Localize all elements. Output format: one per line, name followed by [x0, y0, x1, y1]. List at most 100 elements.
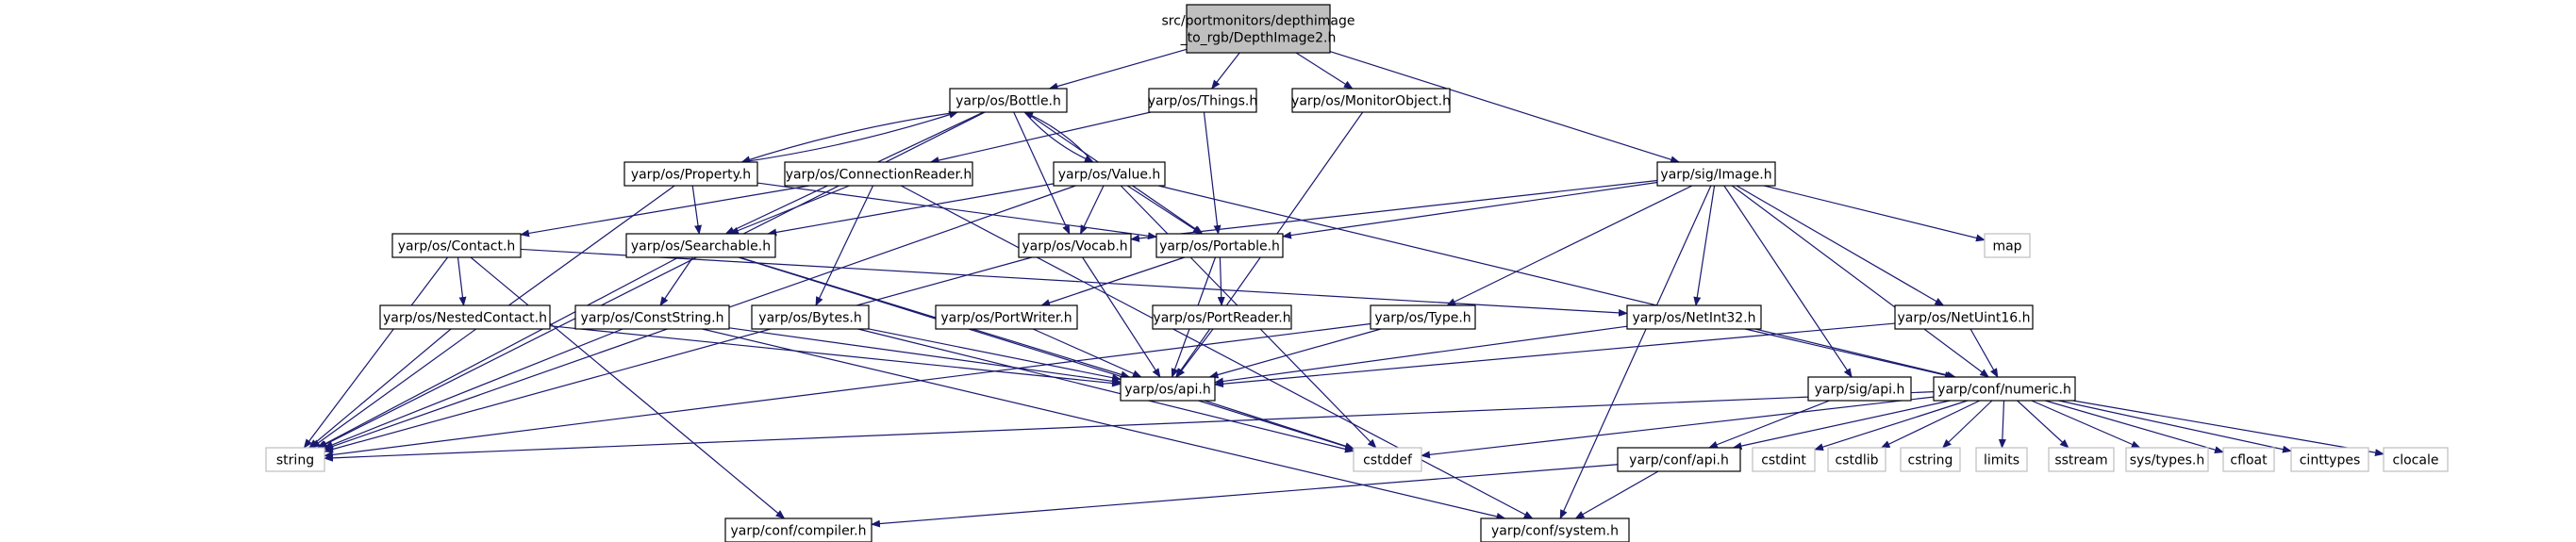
node-value-label: yarp/os/Value.h — [1058, 168, 1161, 183]
node-cstddef-label: cstddef — [1363, 453, 1413, 468]
node-sstream-box — [2048, 447, 2115, 472]
node-numeric-label: yarp/conf/numeric.h — [1937, 383, 2071, 398]
edge-bottle-to-value — [1023, 111, 1094, 163]
node-sigapi[interactable]: yarp/sig/api.h — [1807, 376, 1912, 402]
node-osapi[interactable]: yarp/os/api.h — [1120, 376, 1216, 402]
node-contact[interactable]: yarp/os/Contact.h — [391, 233, 522, 258]
node-cstdlib: cstdlib — [1827, 447, 1886, 472]
node-portwriter[interactable]: yarp/os/PortWriter.h — [935, 304, 1078, 330]
edge-root-to-monitorobject — [1295, 52, 1354, 90]
node-cfloat-label: cfloat — [2230, 453, 2268, 468]
node-property-label: yarp/os/Property.h — [631, 168, 751, 183]
edge-image-to-type — [1446, 185, 1693, 306]
node-root[interactable]: src/portmonitors/depthimage_to_rgb/Depth… — [1162, 4, 1355, 54]
node-things[interactable]: yarp/os/Things.h — [1148, 88, 1258, 113]
edge-numeric-to-cinttypes — [2058, 400, 2292, 453]
edge-connectionreader-to-bytes — [815, 185, 874, 306]
node-image[interactable]: yarp/sig/Image.h — [1656, 161, 1776, 187]
node-monitorobject[interactable]: yarp/os/MonitorObject.h — [1291, 88, 1451, 113]
node-nestedcontact[interactable]: yarp/os/NestedContact.h — [379, 304, 551, 330]
edge-value-to-bottle — [1023, 111, 1094, 163]
node-osapi-label: yarp/os/api.h — [1124, 383, 1210, 398]
node-netint32-label: yarp/os/NetInt32.h — [1632, 311, 1755, 326]
node-value[interactable]: yarp/os/Value.h — [1053, 161, 1166, 187]
node-portreader-label: yarp/os/PortReader.h — [1153, 311, 1290, 326]
node-sstream-label: sstream — [2054, 453, 2107, 468]
edge-conststring-to-osapi — [728, 327, 1122, 386]
node-confapi-box — [1617, 447, 1741, 472]
node-bytes-box — [751, 304, 870, 330]
node-cstdint-label: cstdint — [1761, 453, 1806, 468]
node-map: map — [1984, 233, 2031, 258]
edge-value-to-vocab — [1079, 185, 1105, 235]
node-system[interactable]: yarp/conf/system.h — [1480, 517, 1630, 542]
edge-property-to-bottle — [741, 110, 959, 163]
node-type[interactable]: yarp/os/Type.h — [1370, 304, 1476, 330]
node-root-label: src/portmonitors/depthimage — [1162, 14, 1355, 29]
edge-bytes-to-cstddef — [857, 328, 1354, 453]
node-portwriter-label: yarp/os/PortWriter.h — [940, 311, 1072, 326]
node-compiler[interactable]: yarp/conf/compiler.h — [724, 517, 873, 542]
edge-portable-to-portreader — [1217, 256, 1225, 306]
node-netuint16-label: yarp/os/NetUint16.h — [1897, 311, 2030, 326]
edge-numeric-to-string — [324, 391, 1935, 462]
edge-image-to-vocab — [1130, 179, 1658, 242]
node-netuint16[interactable]: yarp/os/NetUint16.h — [1894, 304, 2034, 330]
edge-confapi-to-system — [1574, 470, 1659, 519]
node-property[interactable]: yarp/os/Property.h — [623, 161, 758, 187]
edge-root-to-bottle — [1048, 48, 1188, 90]
edge-sigapi-to-confapi — [1707, 400, 1830, 449]
edge-image-to-sigapi — [1723, 185, 1853, 378]
edge-things-to-portable — [1203, 111, 1222, 235]
node-cinttypes-box — [2290, 447, 2369, 472]
edge-value-to-numeric — [1157, 185, 1956, 379]
edge-bottle-to-property — [740, 111, 958, 164]
node-sigapi-label: yarp/sig/api.h — [1815, 383, 1905, 398]
edge-contact-to-netint32 — [520, 248, 1628, 317]
edge-things-to-connectionreader — [929, 111, 1152, 164]
edge-portable-to-portwriter — [1040, 256, 1186, 306]
edge-numeric-to-systypes — [2031, 400, 2141, 449]
edge-nestedcontact-to-string — [308, 328, 452, 449]
edge-numeric-to-cstdint — [1814, 400, 1969, 451]
edge-netint32-to-numeric — [1744, 328, 1954, 379]
node-portable[interactable]: yarp/os/Portable.h — [1155, 233, 1284, 258]
edge-netuint16-to-osapi — [1214, 322, 1896, 388]
edge-contact-to-nestedcontact — [457, 256, 467, 306]
node-compiler-label: yarp/conf/compiler.h — [731, 524, 867, 539]
node-numeric[interactable]: yarp/conf/numeric.h — [1933, 376, 2076, 402]
node-vocab[interactable]: yarp/os/Vocab.h — [1018, 233, 1132, 258]
edge-searchable-to-string — [316, 256, 679, 449]
node-conststring[interactable]: yarp/os/ConstString.h — [574, 304, 730, 330]
node-clocale: clocale — [2383, 447, 2449, 472]
edge-contact-to-string — [303, 256, 449, 449]
node-cstddef-box — [1353, 447, 1422, 472]
node-system-label: yarp/conf/system.h — [1491, 524, 1619, 539]
edge-nestedcontact-to-osapi — [549, 325, 1122, 387]
node-portreader[interactable]: yarp/os/PortReader.h — [1152, 304, 1292, 330]
node-cfloat-box — [2222, 447, 2275, 472]
node-connectionreader-label: yarp/os/ConnectionReader.h — [786, 168, 972, 183]
node-connectionreader[interactable]: yarp/os/ConnectionReader.h — [784, 161, 973, 187]
node-compiler-box — [724, 517, 873, 542]
edge-image-to-netint32 — [1693, 185, 1716, 306]
node-osapi-box — [1120, 376, 1216, 402]
node-netint32[interactable]: yarp/os/NetInt32.h — [1626, 304, 1762, 330]
node-numeric-box — [1933, 376, 2076, 402]
node-confapi[interactable]: yarp/conf/api.h — [1617, 447, 1741, 472]
node-bottle[interactable]: yarp/os/Bottle.h — [949, 88, 1068, 113]
node-systypes: sys/types.h — [2125, 447, 2209, 472]
node-clocale-label: clocale — [2393, 453, 2439, 468]
edge-conststring-to-system — [702, 328, 1506, 520]
edge-searchable-to-cstddef — [738, 256, 1354, 451]
node-cstdint: cstdint — [1752, 447, 1816, 472]
node-bytes[interactable]: yarp/os/Bytes.h — [751, 304, 870, 330]
node-type-label: yarp/os/Type.h — [1374, 311, 1471, 326]
node-property-box — [623, 161, 758, 187]
node-systypes-box — [2125, 447, 2209, 472]
node-portable-label: yarp/os/Portable.h — [1159, 239, 1280, 255]
edge-value-to-portable — [1126, 185, 1203, 235]
node-conststring-box — [574, 304, 730, 330]
node-searchable[interactable]: yarp/os/Searchable.h — [625, 233, 776, 258]
